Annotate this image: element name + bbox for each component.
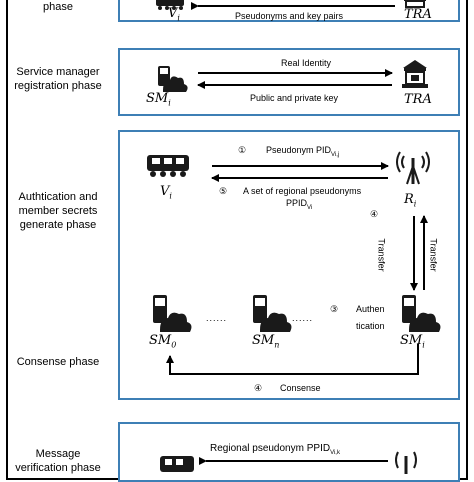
smi-icon bbox=[402, 295, 441, 332]
consense-label: Consense bbox=[280, 383, 321, 393]
box1-vehicle-sub: i bbox=[177, 13, 180, 23]
step5-number: ⑤ bbox=[219, 186, 228, 196]
box2-sm-label: SMi bbox=[146, 91, 171, 108]
vehicle-name: V bbox=[160, 184, 170, 199]
dots-2: ...... bbox=[292, 313, 314, 323]
box2-top-arrow-label: Real Identity bbox=[281, 58, 332, 68]
rsu-sub: i bbox=[413, 199, 417, 209]
box2-tra-label: TRA bbox=[404, 92, 432, 107]
box2-sm-name: SM bbox=[146, 91, 169, 106]
phase-label-message-verification-text: Message verification phase bbox=[15, 448, 101, 474]
box2-sm-sub: i bbox=[168, 98, 171, 108]
dots-1: ...... bbox=[206, 313, 228, 323]
phase-label-service-manager-text: Service manager registration phase bbox=[14, 66, 102, 92]
step4-number: ④ bbox=[370, 209, 379, 219]
step5-label-2: PPIDVi bbox=[286, 198, 312, 214]
box1-tra-label: TRA bbox=[404, 7, 432, 22]
step3-number: ③ bbox=[330, 304, 339, 314]
box5-vehicle-icon bbox=[160, 456, 194, 472]
box1-vehicle-label: Vi bbox=[168, 6, 180, 23]
sm0-icon bbox=[153, 295, 192, 332]
phase-label-message-verification: Message verification phase bbox=[2, 447, 114, 475]
smi-name: SM bbox=[400, 333, 423, 348]
box5-arrow-text: Regional pseudonym PPID bbox=[210, 443, 331, 454]
smn-name: SM bbox=[252, 333, 275, 348]
sm0-name: SM bbox=[149, 333, 172, 348]
vehicle-sub: i bbox=[169, 191, 172, 201]
step1-label: Pseudonym PIDVi,j bbox=[266, 145, 339, 161]
step1-sub: Vi,j bbox=[331, 151, 340, 158]
box2-sm-icon bbox=[158, 66, 188, 92]
smn-icon bbox=[253, 295, 292, 332]
consense-arrow bbox=[166, 344, 419, 375]
phase-label-top: phase bbox=[43, 1, 73, 13]
rsu-name: R bbox=[404, 192, 414, 207]
step1-number: ① bbox=[238, 145, 247, 155]
box1-vehicle-name: V bbox=[168, 6, 178, 21]
consense-number: ④ bbox=[254, 383, 263, 393]
smn-label: SMn bbox=[252, 333, 279, 350]
box2-bottom-arrow-label: Public and private key bbox=[250, 93, 339, 103]
rsu-label: Ri bbox=[404, 192, 416, 209]
box1-arrow-label: Pseudonyms and key pairs bbox=[235, 11, 344, 21]
phase-label-authentication: Authtication and member secrets generate… bbox=[2, 190, 114, 232]
auth-label-2: tication bbox=[356, 321, 385, 331]
box1-vehicle-icon bbox=[156, 0, 184, 10]
box1-tra-icon bbox=[404, 0, 426, 8]
step1-text: Pseudonym PID bbox=[266, 145, 332, 155]
sm0-sub: 0 bbox=[171, 340, 177, 350]
step5-label: A set of regional pseudonyms bbox=[243, 186, 362, 196]
phase-label-consense: Consense phase bbox=[16, 356, 100, 368]
step5-sub: Vi bbox=[307, 204, 313, 211]
vehicle-icon bbox=[147, 155, 189, 177]
vehicle-label: Vi bbox=[160, 184, 172, 201]
smi-sub: i bbox=[422, 340, 425, 350]
auth-label-1: Authen bbox=[356, 304, 385, 314]
smn-sub: n bbox=[274, 340, 280, 350]
box5-arrow-label: Regional pseudonym PPIDVi,k bbox=[210, 443, 340, 459]
box5-rsu-icon bbox=[395, 451, 417, 474]
phase-label-service-manager: Service manager registration phase bbox=[2, 65, 114, 93]
phase-label-authentication-text: Authtication and member secrets generate… bbox=[18, 191, 98, 231]
smi-label: SMi bbox=[400, 333, 425, 350]
step5-text-2: PPID bbox=[286, 198, 308, 208]
rsu-tower-icon bbox=[396, 151, 430, 185]
box2-tra-icon bbox=[402, 60, 428, 88]
box5-arrow-sub: Vi,k bbox=[330, 450, 340, 456]
sm0-label: SM0 bbox=[149, 333, 176, 350]
